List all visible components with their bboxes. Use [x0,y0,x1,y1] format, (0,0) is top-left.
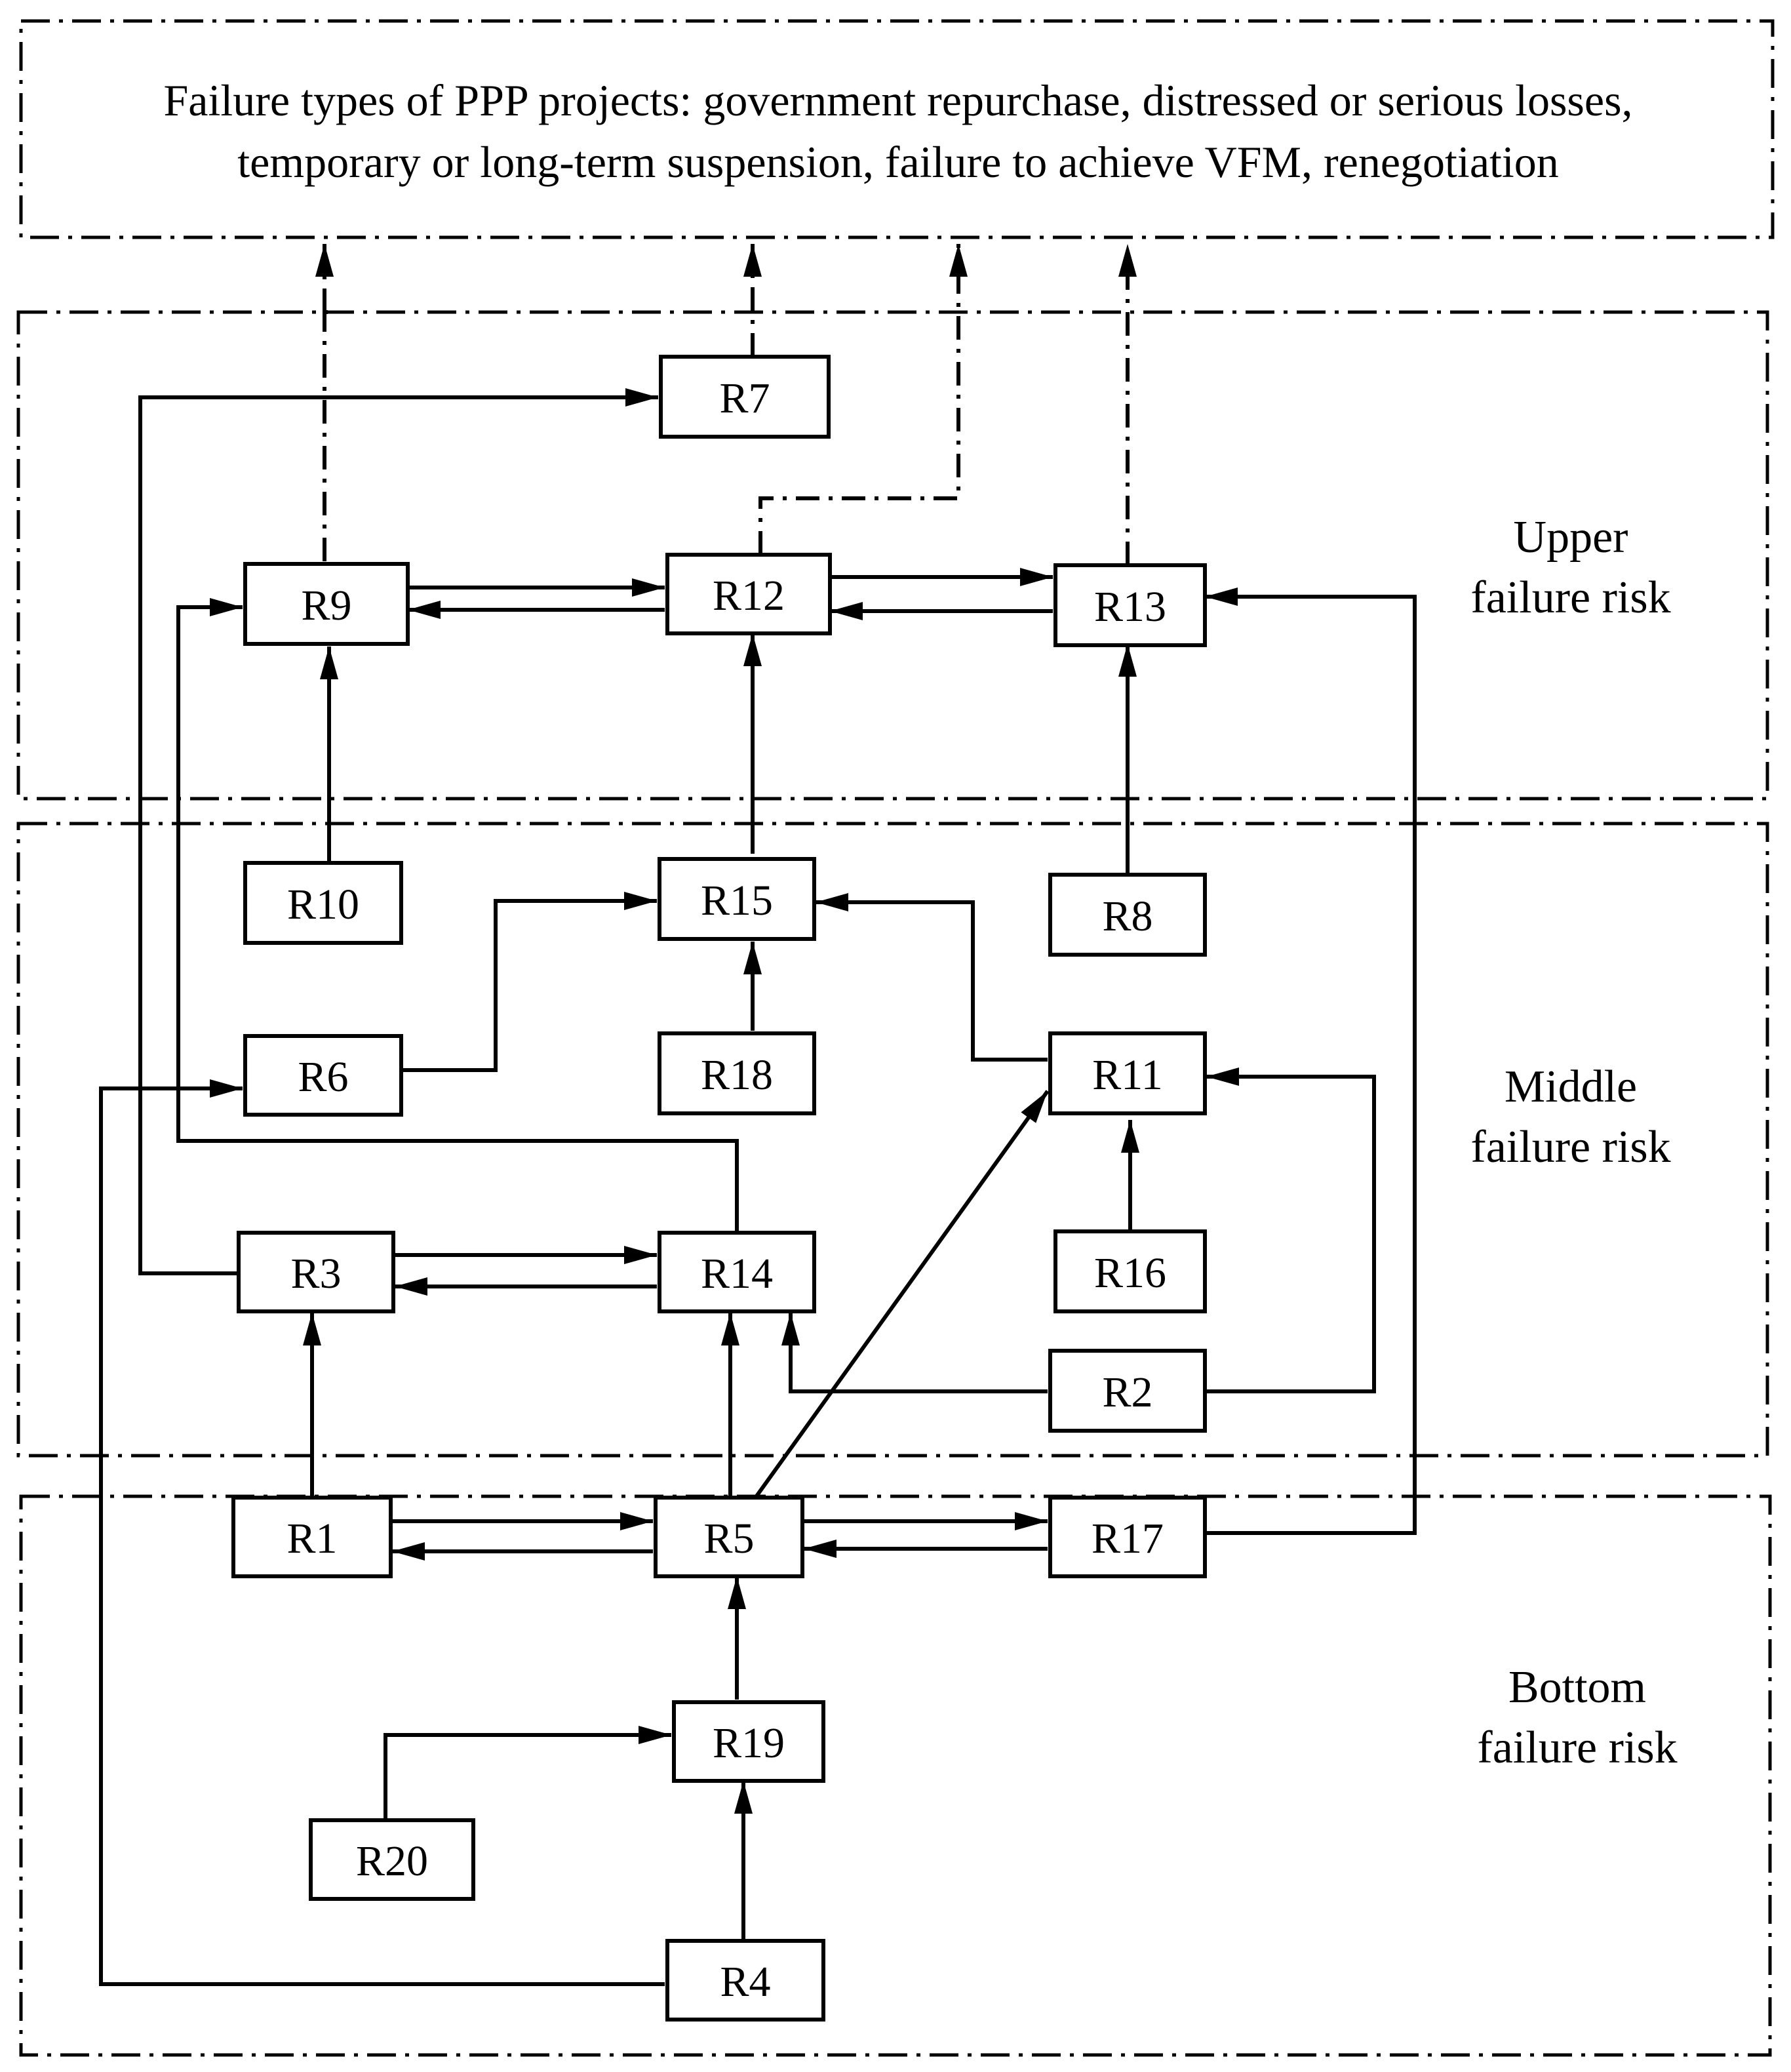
node-label: R10 [287,881,359,928]
node-r3[interactable]: R3 [237,1231,395,1313]
edge-r2-to-r11 [1205,1067,1376,1393]
node-r8[interactable]: R8 [1048,873,1207,957]
edge-r4-to-r6 [99,1079,665,1986]
node-r1[interactable]: R1 [231,1496,393,1578]
middle-region-frame [16,822,1769,1458]
node-label: R5 [703,1515,754,1563]
bottom-region-label-line-1: Bottom [1508,1662,1646,1713]
edge-r5-to-r11 [751,1090,1050,1503]
edge-r2-to-r14 [781,1313,1048,1393]
edges [99,244,1417,1986]
upper-region-label-line-1: Upper [1514,512,1628,563]
node-r18[interactable]: R18 [658,1031,816,1115]
node-label: R6 [298,1053,348,1101]
node-r16[interactable]: R16 [1053,1229,1207,1313]
node-label: R18 [701,1051,773,1099]
edge-r20-to-r19 [384,1726,671,1820]
edge-r6-to-r15 [403,892,657,1072]
header-frame [19,19,1775,239]
edge-r3-to-r7 [138,388,658,1275]
node-label: R11 [1092,1051,1163,1099]
node-r5[interactable]: R5 [654,1496,804,1578]
node-r15[interactable]: R15 [658,857,816,941]
bottom-region-label-line-2: failure risk [1477,1723,1677,1773]
nodes: R7 R9 R12 R13 R10 R15 R8 R6 [231,355,1207,2022]
edge-r11-to-r15 [816,893,1048,1062]
node-r9[interactable]: R9 [243,562,410,646]
node-r13[interactable]: R13 [1053,563,1207,647]
header-line-1: Failure types of PPP projects: governmen… [163,75,1632,125]
node-r7[interactable]: R7 [659,355,831,439]
region-frames [16,19,1775,2057]
node-label: R4 [720,1958,770,2006]
edge-r9-to-header [325,244,328,561]
node-label: R14 [701,1250,773,1298]
node-label: R9 [301,582,351,629]
edge-r17-to-r13 [1205,588,1417,1535]
node-label: R12 [713,572,785,620]
node-label: R2 [1102,1368,1152,1416]
node-r2[interactable]: R2 [1048,1349,1207,1433]
node-r17[interactable]: R17 [1048,1496,1207,1578]
middle-region-label-line-1: Middle [1505,1062,1637,1112]
upper-region-label-line-2: failure risk [1470,572,1670,623]
node-r14[interactable]: R14 [658,1231,816,1313]
node-label: R16 [1094,1249,1166,1297]
node-r11[interactable]: R11 [1048,1031,1207,1115]
edge-r12-to-header [758,244,968,555]
node-r10[interactable]: R10 [243,861,403,945]
header-line-2: temporary or long-term suspension, failu… [237,137,1559,187]
node-r19[interactable]: R19 [672,1700,825,1783]
middle-region-label-line-2: failure risk [1470,1122,1670,1172]
node-label: R1 [286,1515,337,1563]
node-label: R3 [290,1250,341,1298]
node-label: R7 [719,374,770,422]
node-r6[interactable]: R6 [243,1034,403,1117]
edge-r14-to-r9 [176,598,739,1231]
node-r20[interactable]: R20 [309,1818,475,1901]
node-label: R15 [701,877,773,925]
node-label: R13 [1094,583,1166,631]
node-label: R19 [713,1719,785,1767]
bottom-region-frame [19,1494,1772,2057]
node-label: R17 [1092,1515,1164,1563]
node-r12[interactable]: R12 [665,553,832,635]
node-label: R8 [1102,892,1152,940]
upper-region-frame [16,310,1769,801]
node-r4[interactable]: R4 [665,1939,825,2022]
node-label: R20 [356,1837,428,1885]
